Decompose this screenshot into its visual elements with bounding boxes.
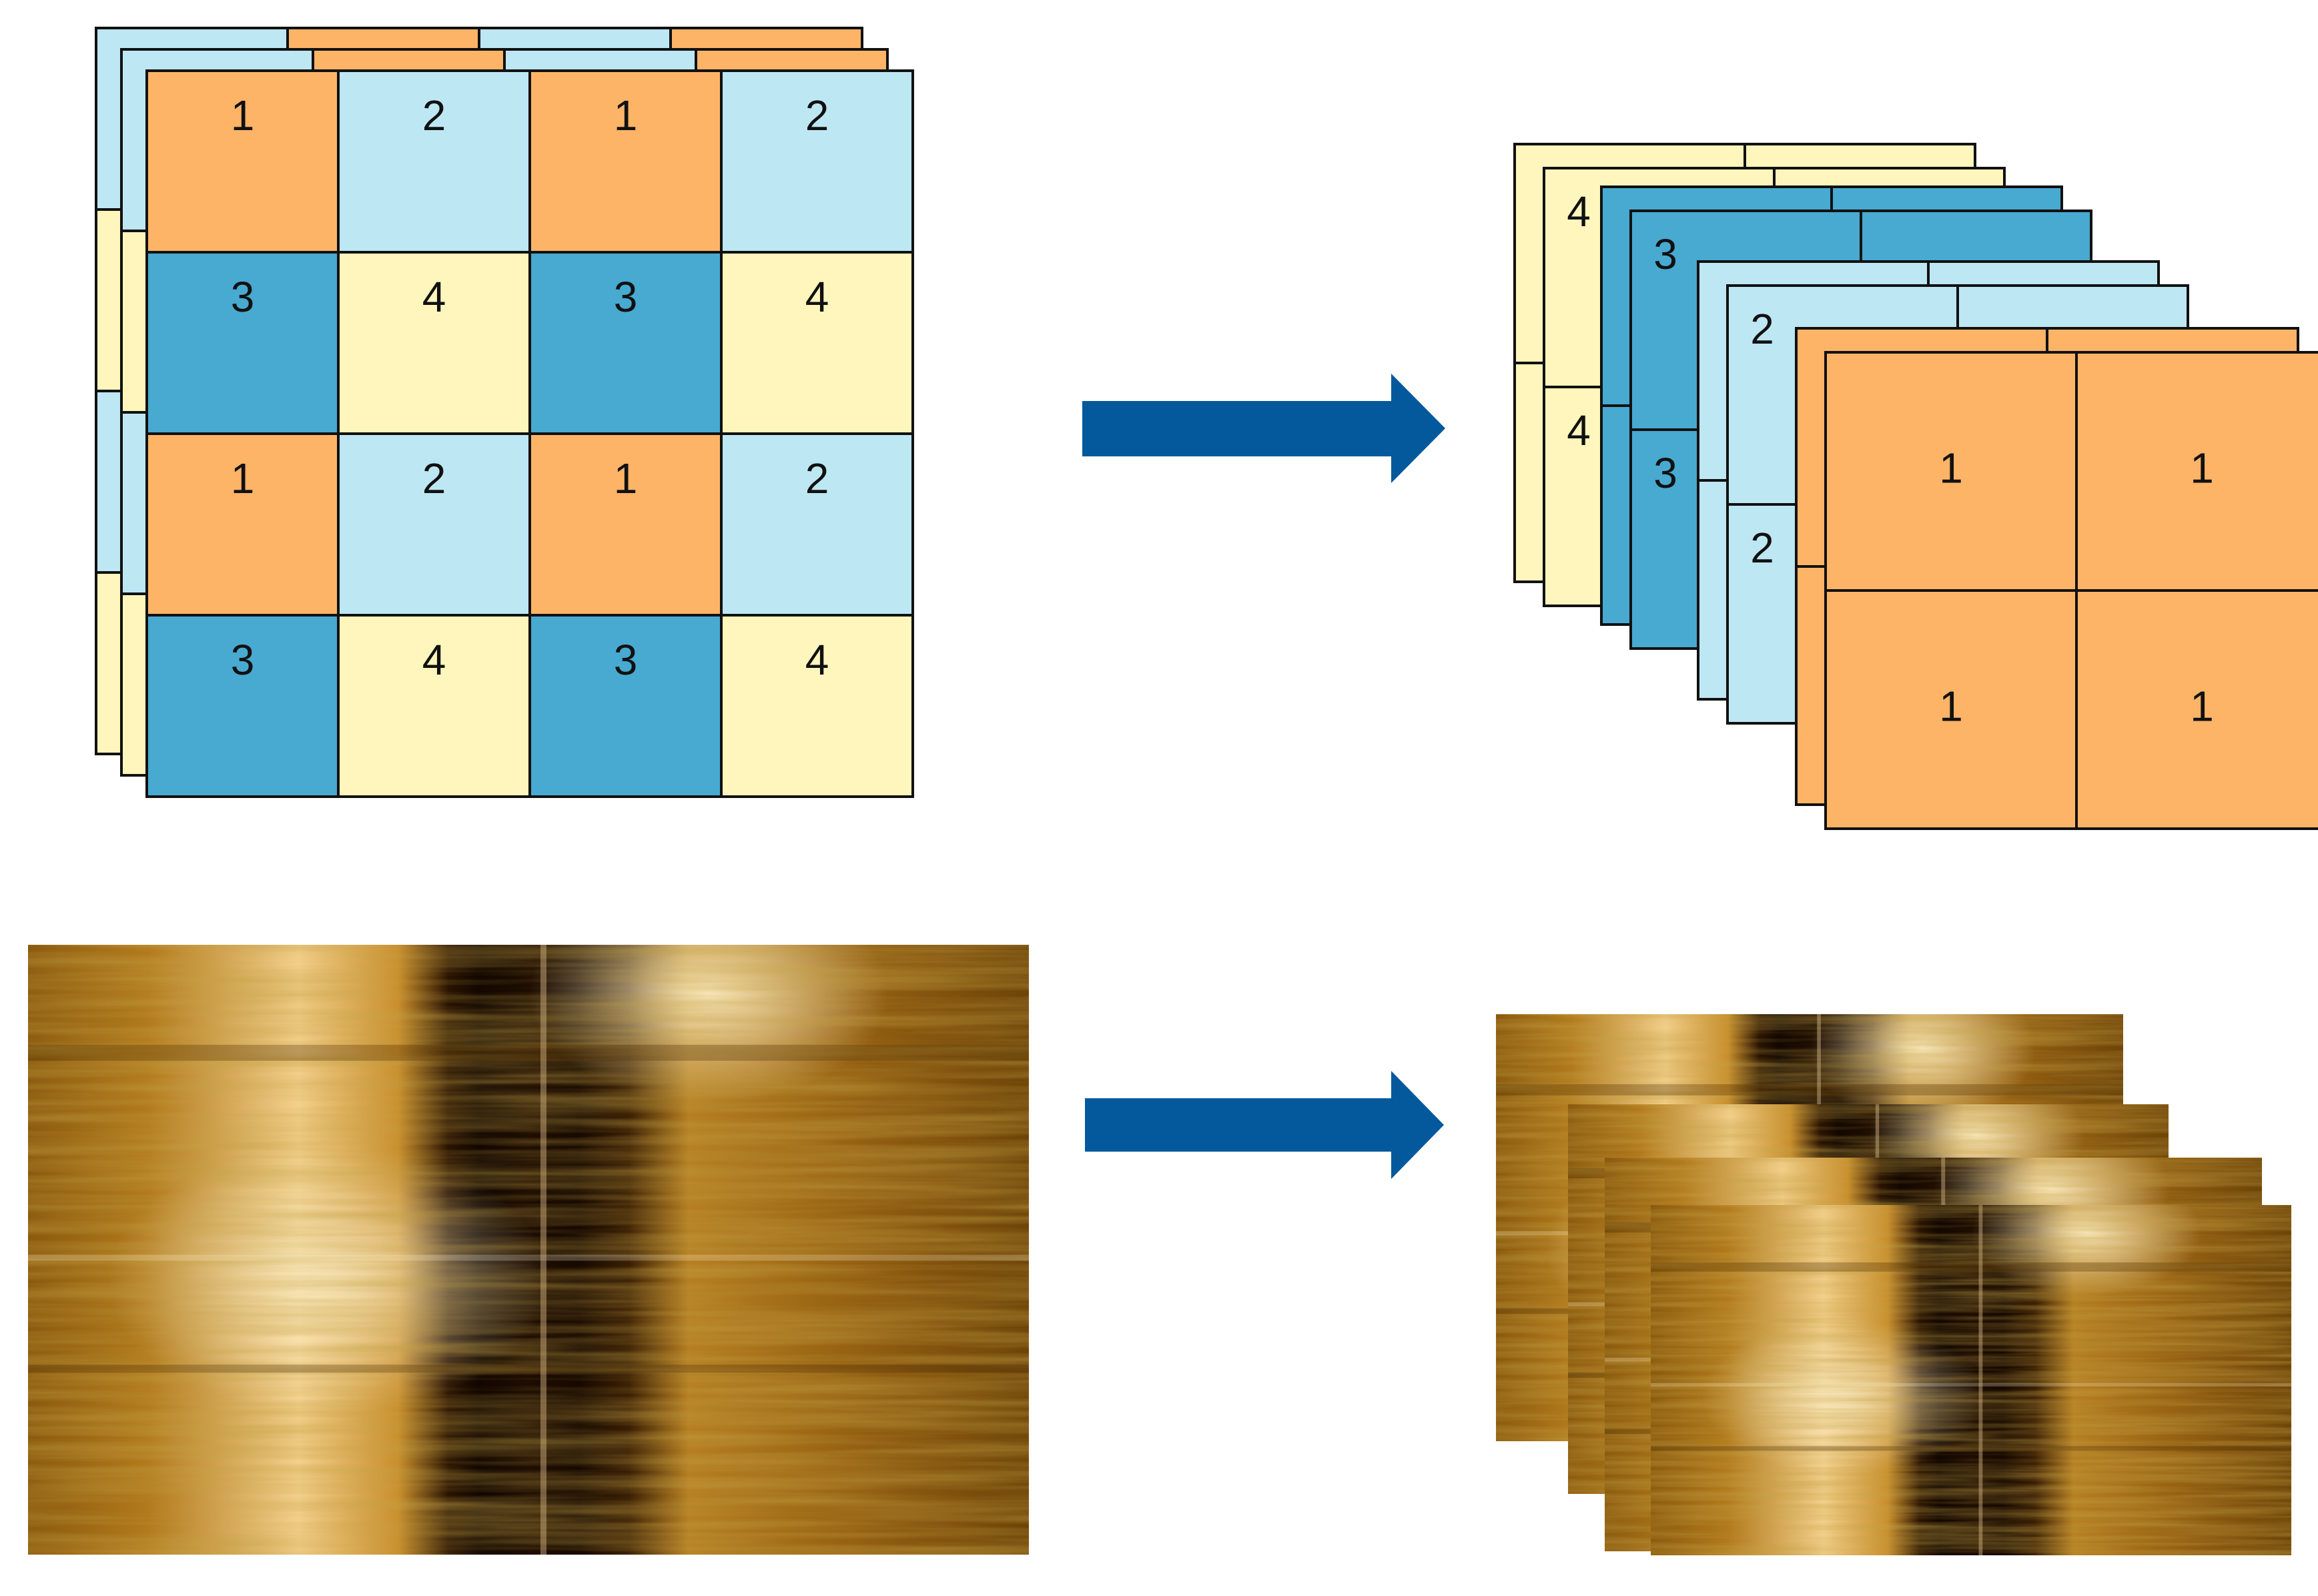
input-layer-stack: 1 2 1 2 3 4 3 4 1 2 1 2 3 4 3 4	[95, 27, 914, 798]
grid-cell-label: 4	[422, 636, 446, 684]
grid-cell	[145, 251, 340, 435]
afm-output-stack	[1496, 1014, 2291, 1555]
channel-cell-label: 2	[1750, 305, 1774, 353]
bottom-transform-arrow	[1085, 1071, 1444, 1179]
channel-cell-label: 3	[1653, 230, 1677, 278]
channel-cell-label: 1	[2190, 682, 2214, 730]
grid-cell-label: 2	[805, 454, 829, 502]
channel-stack-1: 1 1 1 1	[1795, 327, 2318, 830]
grid-cell-label: 3	[614, 273, 638, 321]
grid-cell	[337, 614, 531, 798]
grid-cell	[337, 432, 531, 617]
grid-cell-label: 2	[805, 91, 829, 139]
right-arrow-icon	[1085, 1071, 1444, 1179]
grid-cell-label: 1	[231, 454, 255, 502]
channel-cell-label: 1	[1939, 444, 1963, 492]
grid-cell	[720, 251, 914, 435]
grid-cell-label: 3	[231, 273, 255, 321]
grid-cell-label: 1	[231, 91, 255, 139]
grid-cell-label: 3	[231, 636, 255, 684]
channel-cell-label: 3	[1653, 449, 1677, 497]
afm-input-image	[28, 945, 1029, 1555]
grid-cell	[528, 614, 723, 798]
channel-cell-label: 1	[2190, 444, 2214, 492]
input-front-layer: 1 2 1 2 3 4 3 4 1 2 1 2 3 4 3 4	[145, 69, 914, 798]
channel-cell-label: 4	[1567, 406, 1591, 454]
grid-cell-label: 1	[614, 91, 638, 139]
channel-cell-label: 1	[1939, 682, 1963, 730]
channel-sheet-front	[1824, 351, 2318, 830]
right-arrow-icon	[1082, 374, 1445, 483]
grid-cell-label: 4	[805, 636, 829, 684]
grid-cell-label: 4	[805, 273, 829, 321]
grid-cell	[720, 69, 914, 254]
channel-cell	[1824, 589, 2078, 830]
grid-cell-label: 2	[422, 91, 446, 139]
channel-cell-label: 2	[1750, 524, 1774, 572]
grid-cell	[528, 251, 723, 435]
grid-cell	[337, 251, 531, 435]
grid-cell-label: 3	[614, 636, 638, 684]
grid-cell	[528, 69, 723, 254]
grid-cell	[720, 432, 914, 617]
grid-cell	[720, 614, 914, 798]
afm-copy-4	[1651, 1205, 2291, 1555]
channel-stacks: 4 4 3 3 2 2 1 1 1 1	[1513, 143, 2318, 830]
top-transform-arrow	[1082, 374, 1445, 483]
grid-cell-label: 4	[422, 273, 446, 321]
channel-cell	[1824, 351, 2078, 592]
grid-cell	[528, 432, 723, 617]
grid-cell-label: 1	[614, 454, 638, 502]
channel-cell	[2075, 589, 2318, 830]
grid-cell	[145, 614, 340, 798]
channel-cell	[2075, 351, 2318, 592]
channel-cell-label: 4	[1567, 187, 1591, 236]
grid-cell-label: 2	[422, 454, 446, 502]
